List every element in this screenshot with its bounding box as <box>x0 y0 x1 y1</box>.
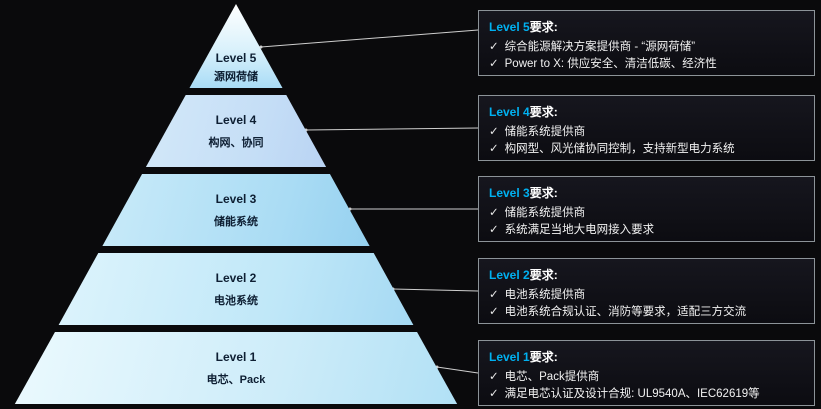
connector-line-level-4 <box>305 127 479 131</box>
requirements-box-level-1: Level 1要求: ✓ 电芯、Pack提供商 ✓ 满足电芯认证及设计合规: U… <box>478 340 815 406</box>
requirement-item-text: 电池系统提供商 <box>504 289 586 301</box>
pyramid: Level 5 源网荷储 Level 4 构网、协同 Level 3 储能系统 … <box>8 4 464 404</box>
requirement-item: ✓ 电芯、Pack提供商 <box>489 369 804 386</box>
requirements-title: Level 3要求: <box>489 184 804 201</box>
pyramid-level-1: Level 1 电芯、Pack <box>14 332 458 404</box>
requirements-title-suffix: 要求: <box>529 20 558 34</box>
pyramid-level-label: Level 5 <box>215 51 257 65</box>
requirement-item-text: 电池系统合规认证、消防等要求，适配三方交流 <box>504 306 747 319</box>
requirements-title-suffix: 要求: <box>529 268 558 282</box>
requirement-item: ✓ 储能系统提供商 <box>489 124 804 141</box>
requirements-title: Level 4要求: <box>489 103 804 120</box>
connector-line-level-2 <box>392 288 479 292</box>
pyramid-level-sublabel: 电芯、Pack <box>206 373 266 386</box>
check-icon: ✓ <box>489 388 499 401</box>
pyramid-level-label: Level 2 <box>215 270 257 285</box>
requirement-item: ✓ 综合能源解决方案提供商 - “源网荷储” <box>489 39 804 56</box>
requirements-title-suffix: 要求: <box>529 350 558 364</box>
pyramid-level-5: Level 5 源网荷储 <box>189 4 283 88</box>
requirements-title-level: Level 4 <box>489 105 530 119</box>
requirement-item: ✓ 电池系统合规认证、消防等要求，适配三方交流 <box>489 304 804 321</box>
requirements-box-level-4: Level 4要求: ✓ 储能系统提供商 ✓ 构网型、风光储协同控制，支持新型电… <box>478 95 815 161</box>
requirements-box-level-2: Level 2要求: ✓ 电池系统提供商 ✓ 电池系统合规认证、消防等要求，适配… <box>478 258 815 324</box>
requirement-item-text: 构网型、风光储协同控制，支持新型电力系统 <box>504 143 735 156</box>
requirement-item-text: 电芯、Pack提供商 <box>504 371 600 383</box>
pyramid-level-sublabel: 构网、协同 <box>208 136 264 149</box>
requirements-title-suffix: 要求: <box>529 105 558 119</box>
check-icon: ✓ <box>489 143 499 156</box>
requirement-item: ✓ 满足电芯认证及设计合规: UL9540A、IEC62619等 <box>489 386 804 403</box>
check-icon: ✓ <box>489 306 499 319</box>
requirement-item-text: Power to X: 供应安全、清洁低碳、经济性 <box>504 58 717 71</box>
requirement-item: ✓ Power to X: 供应安全、清洁低碳、经济性 <box>489 56 804 73</box>
check-icon: ✓ <box>489 207 499 219</box>
pyramid-level-label: Level 4 <box>215 112 257 127</box>
check-icon: ✓ <box>489 224 499 237</box>
connector-line-level-1 <box>436 366 479 374</box>
requirement-item: ✓ 电池系统提供商 <box>489 287 804 304</box>
pyramid-level-2: Level 2 电池系统 <box>58 253 414 325</box>
requirement-item-text: 满足电芯认证及设计合规: UL9540A、IEC62619等 <box>504 388 760 401</box>
requirement-item-text: 综合能源解决方案提供商 - “源网荷储” <box>504 41 696 53</box>
requirements-title-level: Level 3 <box>489 186 530 200</box>
pyramid-level-3: Level 3 储能系统 <box>102 174 370 246</box>
requirements-title-suffix: 要求: <box>529 186 558 200</box>
pyramid-level-sublabel: 源网荷储 <box>214 71 258 83</box>
check-icon: ✓ <box>489 41 499 53</box>
requirement-item: ✓ 系统满足当地大电网接入要求 <box>489 222 804 239</box>
requirements-title: Level 5要求: <box>489 18 804 35</box>
check-icon: ✓ <box>489 371 499 383</box>
requirement-item-text: 储能系统提供商 <box>504 126 586 138</box>
requirements-title: Level 2要求: <box>489 266 804 283</box>
pyramid-level-label: Level 1 <box>215 349 257 364</box>
check-icon: ✓ <box>489 126 499 138</box>
pyramid-level-label: Level 3 <box>215 191 257 206</box>
requirements-title: Level 1要求: <box>489 348 804 365</box>
check-icon: ✓ <box>489 58 499 71</box>
pyramid-level-sublabel: 电池系统 <box>214 294 258 307</box>
requirement-item-text: 储能系统提供商 <box>504 207 586 219</box>
check-icon: ✓ <box>489 289 499 301</box>
pyramid-level-4: Level 4 构网、协同 <box>145 95 327 167</box>
requirement-item: ✓ 储能系统提供商 <box>489 205 804 222</box>
requirements-box-level-3: Level 3要求: ✓ 储能系统提供商 ✓ 系统满足当地大电网接入要求 <box>478 176 815 242</box>
connector-line-level-5 <box>260 29 479 48</box>
requirement-item: ✓ 构网型、风光储协同控制，支持新型电力系统 <box>489 141 804 158</box>
pyramid-level-sublabel: 储能系统 <box>214 215 258 228</box>
requirements-title-level: Level 5 <box>489 20 530 34</box>
requirements-title-level: Level 1 <box>489 350 530 364</box>
requirements-box-level-5: Level 5要求: ✓ 综合能源解决方案提供商 - “源网荷储” ✓ Powe… <box>478 10 815 76</box>
requirement-item-text: 系统满足当地大电网接入要求 <box>504 224 655 237</box>
requirements-title-level: Level 2 <box>489 268 530 282</box>
